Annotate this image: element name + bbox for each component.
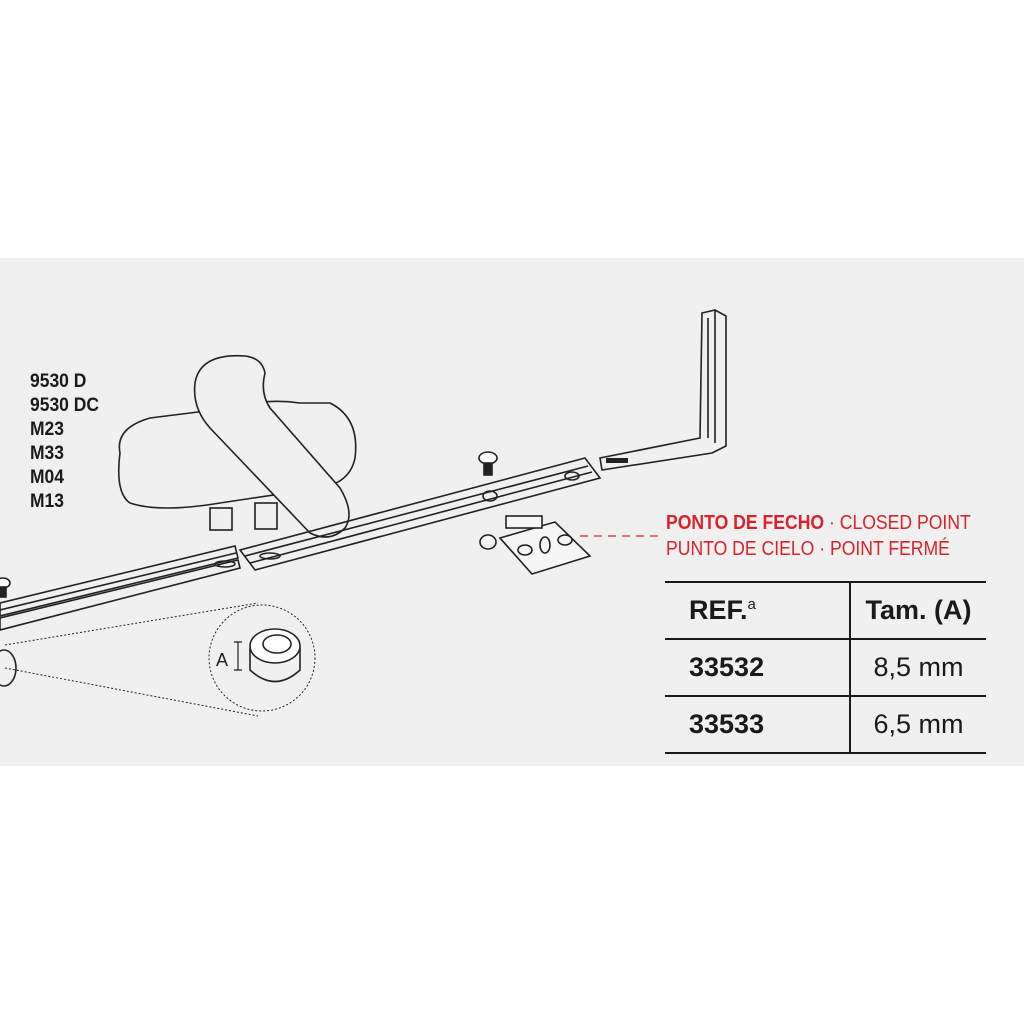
model-code: M33 [30,443,65,464]
reference-table: REF.a Tam. (A) 33532 8,5 mm 33533 6,5 mm [665,581,986,754]
rail-slot [259,552,281,560]
table-header-row: REF.a Tam. (A) [665,581,986,640]
handle-spindle-left [209,507,233,531]
rail-hole [564,471,580,481]
rail-right [238,457,602,571]
magnifier-lines [4,602,259,717]
handle-spindle-right [254,502,278,530]
rail-left-lower [0,559,241,631]
corner-bracket [599,309,727,471]
roller [479,534,497,550]
table-row: 33533 6,5 mm [665,695,986,754]
caption-english: · CLOSED POINT [824,512,971,534]
caption-translations: PUNTO DE CIELO · POINT FERMÉ [666,538,950,560]
model-list: 9530 D 9530 DC M23 M33 M04 M13 [30,370,99,514]
rail-left [0,545,239,617]
header-size: Tam. (A) [850,581,986,640]
rail-slot [214,560,236,568]
size-cell: 6,5 mm [850,695,986,754]
model-code: M13 [30,491,65,512]
corner-bracket-slot [606,458,628,463]
caption-title: PONTO DE FECHO [666,512,825,534]
detail-dimension-label: A [216,650,229,670]
model-code: M23 [30,419,65,440]
table-row: 33532 8,5 mm [665,638,986,697]
ref-cell: 33532 [665,638,851,697]
header-ref: REF.a [665,581,851,640]
rail-hole [482,490,498,502]
closing-point-plate [498,521,592,575]
model-code: 9530 D [30,371,87,392]
model-code: 9530 DC [30,395,99,416]
handle-lever [193,354,350,538]
closing-point-block [505,515,543,529]
screw-icon [0,577,11,598]
detail-circle [208,604,316,712]
closing-point-caption: PONTO DE FECHO · CLOSED POINT PUNTO DE C… [666,510,971,562]
ref-cell: 33533 [665,695,851,754]
model-code: M04 [30,467,65,488]
size-cell: 8,5 mm [850,638,986,697]
hardware-diagram [0,309,727,717]
screw-icon [478,451,498,476]
